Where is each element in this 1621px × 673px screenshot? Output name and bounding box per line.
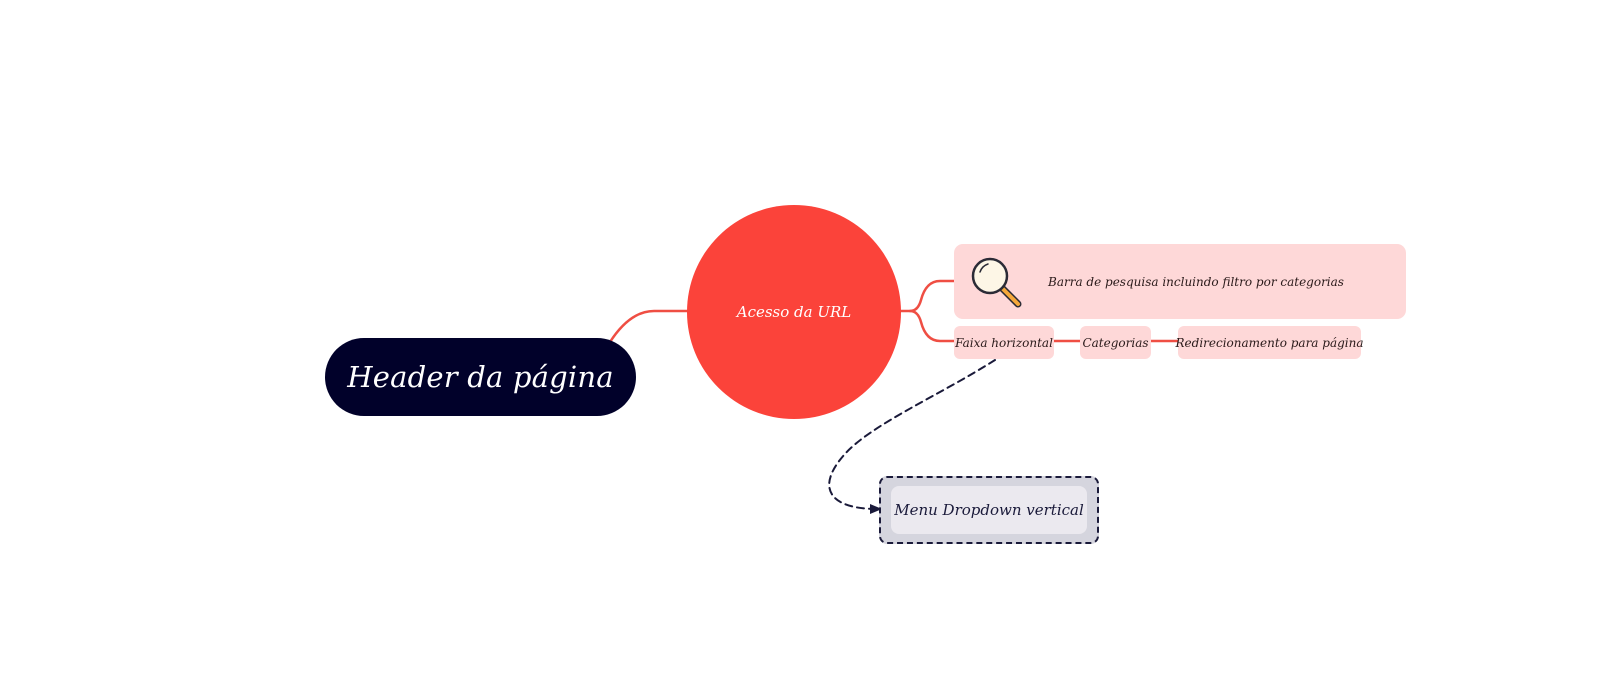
menu-dropdown-label: Menu Dropdown vertical (894, 501, 1084, 519)
central-topic-url[interactable]: Acesso da URL (687, 205, 901, 419)
connector-center-faixa (908, 309, 957, 343)
central-topic-label: Acesso da URL (736, 303, 852, 321)
connector-root-center (608, 309, 690, 344)
search-bar-label: Barra de pesquisa incluindo filtro por c… (1048, 274, 1344, 289)
redirecionamento-label: Redirecionamento para página (1175, 335, 1364, 350)
connector-center-search (898, 279, 957, 313)
categorias-label: Categorias (1082, 335, 1149, 350)
faixa-horizontal-label: Faixa horizontal (955, 335, 1053, 350)
root-topic-label: Header da página (347, 360, 614, 394)
topic-redirecionamento[interactable]: Redirecionamento para página (1175, 326, 1364, 359)
topic-menu-dropdown-boundary[interactable]: Menu Dropdown vertical (879, 476, 1099, 544)
topic-menu-dropdown[interactable]: Menu Dropdown vertical (891, 486, 1087, 534)
topic-faixa-horizontal[interactable]: Faixa horizontal (954, 326, 1054, 359)
root-topic-header[interactable]: Header da página (325, 338, 636, 416)
topic-search-bar[interactable]: Barra de pesquisa incluindo filtro por c… (954, 244, 1406, 319)
magnifying-glass-icon (971, 257, 1022, 307)
topic-categorias[interactable]: Categorias (1080, 326, 1151, 359)
